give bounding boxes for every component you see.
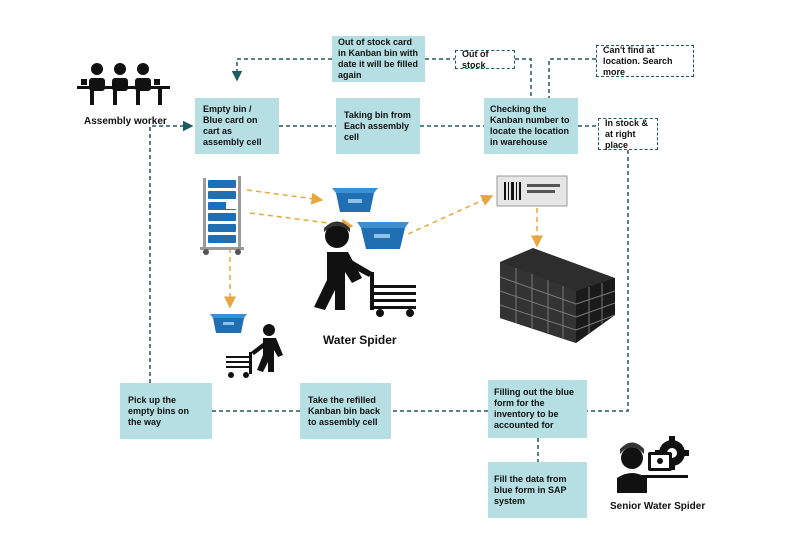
arrow-bin-to-barcode	[407, 194, 494, 235]
senior-water-spider-label: Senior Water Spider	[610, 501, 706, 512]
node-pick-up-empty: Pick up the empty bins on the way	[120, 383, 212, 439]
flow-pick-up-to-empty-bin	[149, 120, 194, 383]
node-fill-sap: Fill the data from blue form in SAP syst…	[488, 462, 587, 518]
node-out-of-stock-card: Out of stock card in Kanban bin with dat…	[332, 36, 425, 82]
assembly-workers-icon	[77, 63, 170, 105]
node-filling-form: Filling out the blue form for the invent…	[488, 380, 587, 438]
water-spider-label: Water Spider	[323, 333, 397, 347]
warehouse-icon	[499, 248, 616, 343]
condition-out-of-stock: Out of stock	[455, 49, 515, 70]
node-taking-bin: Taking bin from Each assembly cell	[336, 98, 420, 154]
flow-cant-find-to-checking	[548, 58, 596, 98]
small-worker-cart-icon	[226, 324, 283, 378]
blue-bin-top-icon	[332, 188, 378, 212]
senior-water-spider-icon	[617, 436, 689, 493]
blue-bin-middle-icon	[357, 222, 409, 249]
flow-in-stock-to-filling	[587, 150, 629, 412]
flow-lines	[149, 58, 629, 462]
bin-rack-icon	[200, 176, 244, 255]
flow-out-of-stock-to-checking	[515, 58, 532, 98]
arrow-rack-to-bin-top	[246, 189, 324, 205]
node-checking-kanban: Checking the Kanban number to locate the…	[484, 98, 578, 154]
node-take-refilled: Take the refilled Kanban bin back to ass…	[300, 383, 391, 439]
blue-bin-small-icon	[210, 314, 247, 333]
condition-cant-find: Can't find at location. Search more	[596, 45, 694, 77]
flow-out-of-stock-card-to-empty-bin	[231, 58, 332, 82]
condition-in-stock: In stock & at right place	[598, 118, 658, 150]
barcode-label-icon	[496, 175, 568, 207]
assembly-worker-label: Assembly worker	[84, 116, 167, 127]
node-empty-bin: Empty bin / Blue card on cart as assembl…	[195, 98, 279, 154]
water-spider-worker-icon	[314, 221, 416, 317]
